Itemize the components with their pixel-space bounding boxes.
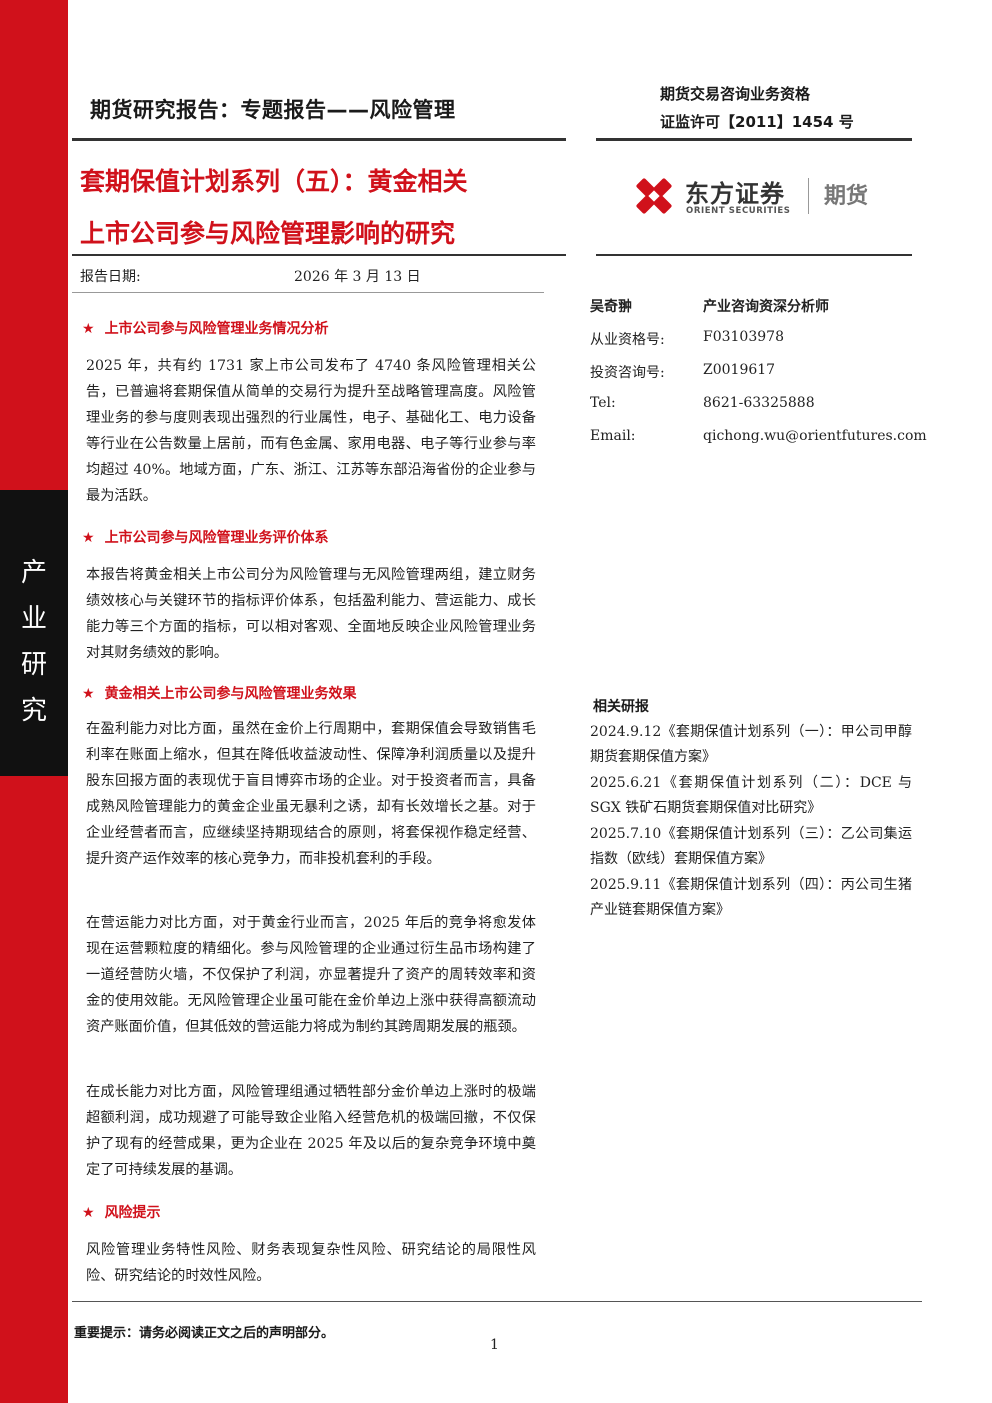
body-paragraph: 在营运能力对比方面，对于黄金行业而言，2025 年后的竞争将愈发体现在运营颗粒度… [86,915,536,1035]
related-reports-heading: 相关研报 [593,699,649,715]
report-title-line: 套期保值计划系列（五）：黄金相关 [80,167,468,196]
company-logo: 东方证券 ORIENT SECURITIES 期货 [632,172,892,222]
body-paragraph: 风险管理业务特性风险、财务表现复杂性风险、研究结论的局限性风险、研究结论的时效性… [86,1242,536,1284]
analyst-email-link[interactable]: qichong.wu@orientfutures.com [703,428,927,444]
section-heading: ★ 上市公司参与风险管理业务评价体系 [82,527,329,547]
related-report-item[interactable]: 2024.9.12《套期保值计划系列（一）：甲公司甲醇期货套期保值方案》 [590,724,912,765]
category-char: 业 [20,604,47,634]
category-char: 产 [20,558,47,588]
logo-name-cn: 东方证券 [685,180,785,208]
qualification-line: 期货交易咨询业务资格 [660,85,811,103]
divider [72,138,566,141]
category-char: 究 [20,696,47,726]
analyst-info-label: 投资咨询号: [590,365,665,381]
analyst-info-label: Email: [590,428,636,444]
analyst-info-value: Z0019617 [703,362,776,378]
divider [72,292,544,293]
related-report-item[interactable]: 2025.7.10《套期保值计划系列（三）：乙公司集运指数（欧线）套期保值方案》 [590,826,912,867]
section-heading-text: 风险提示 [104,1205,161,1221]
section-heading: ★ 黄金相关上市公司参与风险管理业务效果 [82,683,357,703]
analyst-info-label: Tel: [590,395,616,411]
report-type-heading: 期货研究报告：专题报告——风险管理 [90,98,456,122]
logo-suffix: 期货 [824,184,869,209]
report-date-label: 报告日期: [80,269,141,285]
section-heading: ★ 上市公司参与风险管理业务情况分析 [82,318,329,338]
report-date-row: 报告日期: 2026 年 3 月 13 日 [80,266,421,286]
divider [72,254,566,256]
analyst-name: 吴奇翀 [590,299,632,315]
logo-name-en: ORIENT SECURITIES [686,206,791,216]
section-heading-text: 上市公司参与风险管理业务情况分析 [104,321,329,337]
category-char: 研 [20,650,47,680]
divider [596,254,912,256]
category-tab [0,490,68,776]
body-paragraph: 本报告将黄金相关上市公司分为风险管理与无风险管理两组，建立财务绩效核心与关键环节… [86,567,536,661]
disclaimer-note: 重要提示：请务必阅读正文之后的声明部分。 [74,1326,335,1341]
related-reports-list: 2024.9.12《套期保值计划系列（一）：甲公司甲醇期货套期保值方案》 202… [590,720,912,924]
license-line: 证监许可【2011】1454 号 [660,113,854,131]
page-number: 1 [490,1337,499,1353]
section-heading-text: 黄金相关上市公司参与风险管理业务效果 [104,686,357,702]
category-label: 产 业 研 究 [0,550,68,734]
body-paragraph: 2025 年，共有约 1731 家上市公司发布了 4740 条风险管理相关公告，… [86,358,536,504]
star-icon: ★ [82,1205,95,1221]
star-icon: ★ [82,530,95,546]
logo-separator [808,178,809,214]
section-heading: ★ 风险提示 [82,1202,161,1222]
section-heading-text: 上市公司参与风险管理业务评价体系 [104,530,329,546]
related-report-item[interactable]: 2025.9.11《套期保值计划系列（四）：丙公司生猪产业链套期保值方案》 [590,877,912,918]
analyst-title: 产业咨询资深分析师 [703,299,829,315]
related-report-item[interactable]: 2025.6.21《套期保值计划系列（二）：DCE 与 SGX 铁矿石期货套期保… [590,775,912,816]
report-date-value: 2026 年 3 月 13 日 [294,269,421,285]
divider [596,138,912,141]
body-paragraph: 在盈利能力对比方面，虽然在金价上行周期中，套期保值会导致销售毛利率在账面上缩水，… [86,721,536,867]
report-title-line: 上市公司参与风险管理影响的研究 [80,219,456,248]
orient-logo-icon [636,178,672,214]
analyst-info-value: F03103978 [703,329,784,345]
star-icon: ★ [82,321,95,337]
report-title: 套期保值计划系列（五）：黄金相关 上市公司参与风险管理影响的研究 [80,156,468,260]
body-paragraph: 在成长能力对比方面，风险管理组通过牺牲部分金价单边上涨时的极端超额利润，成功规避… [86,1084,536,1178]
footer-divider [72,1301,922,1302]
analyst-info-value: 8621-63325888 [703,395,815,411]
star-icon: ★ [82,686,95,702]
qualification-block: 期货交易咨询业务资格 证监许可【2011】1454 号 [660,80,854,136]
analyst-info-label: 从业资格号: [590,332,665,348]
